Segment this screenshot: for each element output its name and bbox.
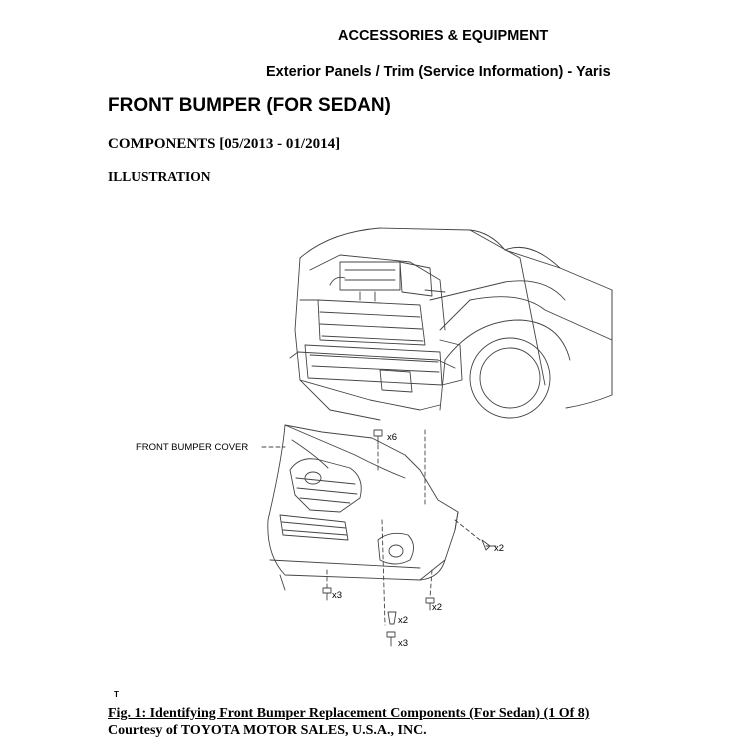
clip-icon-top — [373, 429, 383, 445]
clip-icon-center — [387, 611, 397, 625]
engine-bay — [289, 254, 463, 421]
qty-center-bolt: x3 — [398, 638, 408, 649]
figure-caption: Fig. 1: Identifying Front Bumper Replace… — [108, 706, 590, 721]
page-title: FRONT BUMPER (FOR SEDAN) — [108, 95, 391, 116]
bolt-icon-lower-right — [425, 597, 435, 611]
section-header: ACCESSORIES & EQUIPMENT — [338, 28, 549, 44]
components-subheading: COMPONENTS [05/2013 - 01/2014] — [108, 136, 341, 152]
front-bumper-cover — [267, 424, 459, 591]
fasteners — [322, 429, 497, 647]
bumper-illustration: FRONT BUMPER COVER x6 x2 x3 x2 x2 x3 — [136, 227, 613, 649]
qty-lower-left: x3 — [332, 590, 342, 601]
breadcrumb: Exterior Panels / Trim (Service Informat… — [266, 64, 611, 80]
qty-lower-right: x2 — [432, 602, 442, 613]
illustration-label: ILLUSTRATION — [108, 169, 211, 184]
bolt-icon-center — [386, 631, 396, 647]
leader-lines — [261, 429, 481, 626]
bolt-icon-lower-left — [322, 587, 332, 601]
courtesy-line: Courtesy of TOYOTA MOTOR SALES, U.S.A., … — [108, 723, 427, 738]
qty-side-screw: x2 — [494, 543, 504, 554]
qty-top-clips: x6 — [387, 432, 397, 443]
figure-marker: T — [114, 690, 119, 699]
screw-icon-side — [481, 539, 497, 551]
qty-center-clip: x2 — [398, 615, 408, 626]
front-bumper-cover-label: FRONT BUMPER COVER — [136, 442, 248, 453]
car-body-outline — [299, 227, 613, 419]
